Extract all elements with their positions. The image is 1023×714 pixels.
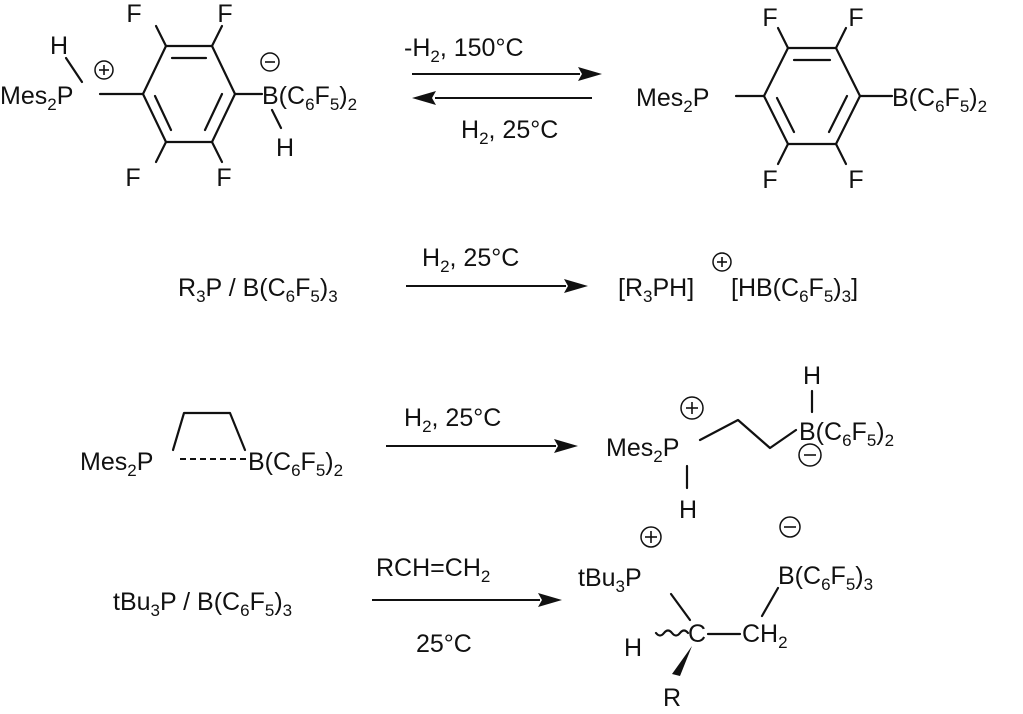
r4: tBu3P / B(C6F5)3 RCH=CH2 25°C tBu3P C H … [113,516,873,712]
r3-reactant-ethylene-bridge [171,411,247,452]
r1-reactant-bond-f-tl [154,24,168,48]
r1-equilibrium-arrows: -H2, 150°C H2, 25°C [404,34,602,148]
r3-product-minus-icon [798,443,822,467]
r1-product-bond-f-bl [776,142,790,166]
r1-reactant-ring-inner-right [203,92,224,132]
r4-arrowhead [538,593,562,607]
r2-reactant: R3P / B(C6F5)3 [178,274,338,306]
r4-product-h: H [624,634,642,662]
r4-product-minus-icon [779,516,801,538]
r4-product-bond-p-c [669,592,692,622]
r1-product-bond-f-br [834,142,848,166]
r1-reverse-arrowhead [412,91,436,105]
r1-forward-conditions: -H2, 150°C [404,34,524,66]
r4-product-ch2: CH2 [742,620,788,652]
r1-forward-arrowhead [578,67,602,81]
r1-product-f-br: F [848,166,863,194]
r4-product-bc6f5: B(C6F5)3 [778,562,873,594]
r4-conditions-below: 25°C [416,630,472,658]
r1-reactant-f-tl: F [126,0,141,28]
r4-product-plus-icon [640,526,662,548]
r4-product-c: C [688,620,706,648]
r1-product-f-tr: F [848,4,863,32]
r2-arrowhead [564,279,588,293]
r1-product-ring-inner-left [775,96,796,134]
r2-product-cation: [R3PH] [618,274,694,306]
r4-product-bond-ch2-b [760,586,780,618]
r1-product-bond-f-tr [834,26,848,50]
r1-product-ring [762,46,862,146]
r1-reactant-h-b: H [276,134,294,162]
r3-arrowhead [554,439,578,453]
r3-conditions: H2, 25°C [404,404,501,436]
r1-product-ring-inner-right [827,94,849,134]
r1-reactant-plus-icon [94,60,114,80]
r1-product-bc6f5: B(C6F5)2 [892,84,987,116]
r1-reactant-f-br: F [216,164,231,192]
r1-reactant-ring-inner-left [153,94,173,132]
r1-reactant-mes2p: Mes2P [0,82,73,114]
r1-reactant-bc6f5: B(C6F5)2 [262,82,357,114]
r1-reactant-h-p: H [50,32,68,60]
r1-reactant-bond-f-br [210,140,224,164]
r1-reactant-f-tr: F [217,0,232,28]
r4-product-tbu3p: tBu3P [578,564,642,596]
r1-reactant-minus-icon [260,52,280,72]
r2-conditions: H2, 25°C [422,244,519,276]
r3-reactant-bc6f5: B(C6F5)2 [248,448,343,480]
r3-product-h-p: H [679,496,697,524]
r2: R3P / B(C6F5)3 H2, 25°C [R3PH] [HB(C6F5)… [178,244,858,306]
r1-reactant-bond-f-tr [210,24,224,48]
r4-conditions-above: RCH=CH2 [376,554,490,586]
r1-product: F F F F Mes2P B(C6F5)2 [636,4,987,194]
r3-product-h-b: H [803,362,821,390]
r1-reactant-bond-p-h [64,56,84,84]
r4-product-r: R [663,684,681,712]
r3-product-mes2p: Mes2P [606,434,679,466]
r1-product-f-tl: F [762,4,777,32]
r1-reactant-f-bl: F [125,164,140,192]
r1-reactant: F F F F H H Mes2P B(C6F5)2 [0,0,357,192]
r1-reactant-bond-b-h [270,108,283,130]
r1-reverse-conditions: H2, 25°C [461,116,558,148]
r3-product-ethylene-chain [698,418,798,450]
r3-reactant-mes2p: Mes2P [80,448,153,480]
r1-product-bond-f-tl [776,26,790,50]
r1-product-mes2p: Mes2P [636,84,709,116]
r4-product-wavy-bond [654,629,690,637]
r3-product-plus-icon [680,396,704,420]
r1-reactant-bond-f-bl [154,140,168,164]
r2-plus-icon [712,252,732,272]
r4-product-wedge-bond [672,646,692,676]
r2-product-anion: [HB(C6F5)3] [731,274,858,306]
r1-product-f-bl: F [762,166,777,194]
r3: Mes2P B(C6F5)2 H2, 25°C Mes2P H B(C6F5)2… [80,362,894,524]
r4-reactant: tBu3P / B(C6F5)3 [113,588,292,620]
